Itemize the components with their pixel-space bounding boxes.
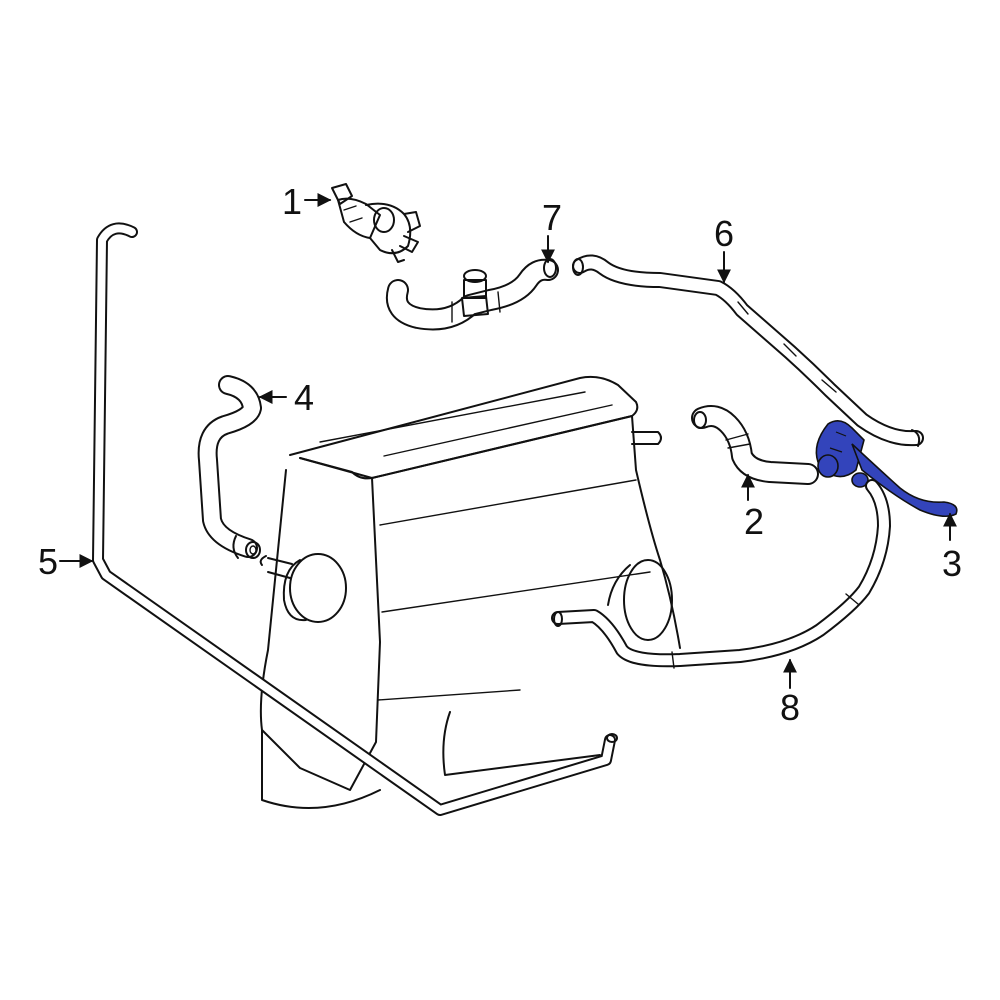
callout-5: 5: [38, 541, 58, 582]
callout-6: 6: [714, 213, 734, 254]
callout-labels: 1 2 3 4 5 6 7 8: [38, 181, 962, 728]
part-6-hose[interactable]: [572, 254, 924, 447]
callout-7: 7: [542, 197, 562, 238]
callout-1: 1: [282, 181, 302, 222]
engine-block: [259, 375, 681, 809]
part-7-hose[interactable]: [386, 258, 559, 331]
callout-3: 3: [942, 543, 962, 584]
part-4-hose[interactable]: [197, 375, 262, 559]
part-8-hose[interactable]: [551, 479, 891, 669]
leader-lines: [59, 193, 957, 689]
callout-2: 2: [744, 501, 764, 542]
part-2-hose[interactable]: [691, 405, 819, 485]
callout-4: 4: [294, 377, 314, 418]
callout-8: 8: [780, 687, 800, 728]
part-3-check-valve[interactable]: [815, 420, 958, 518]
part-1-air-valve[interactable]: [331, 183, 421, 263]
part-5-hose-line[interactable]: [92, 222, 618, 816]
